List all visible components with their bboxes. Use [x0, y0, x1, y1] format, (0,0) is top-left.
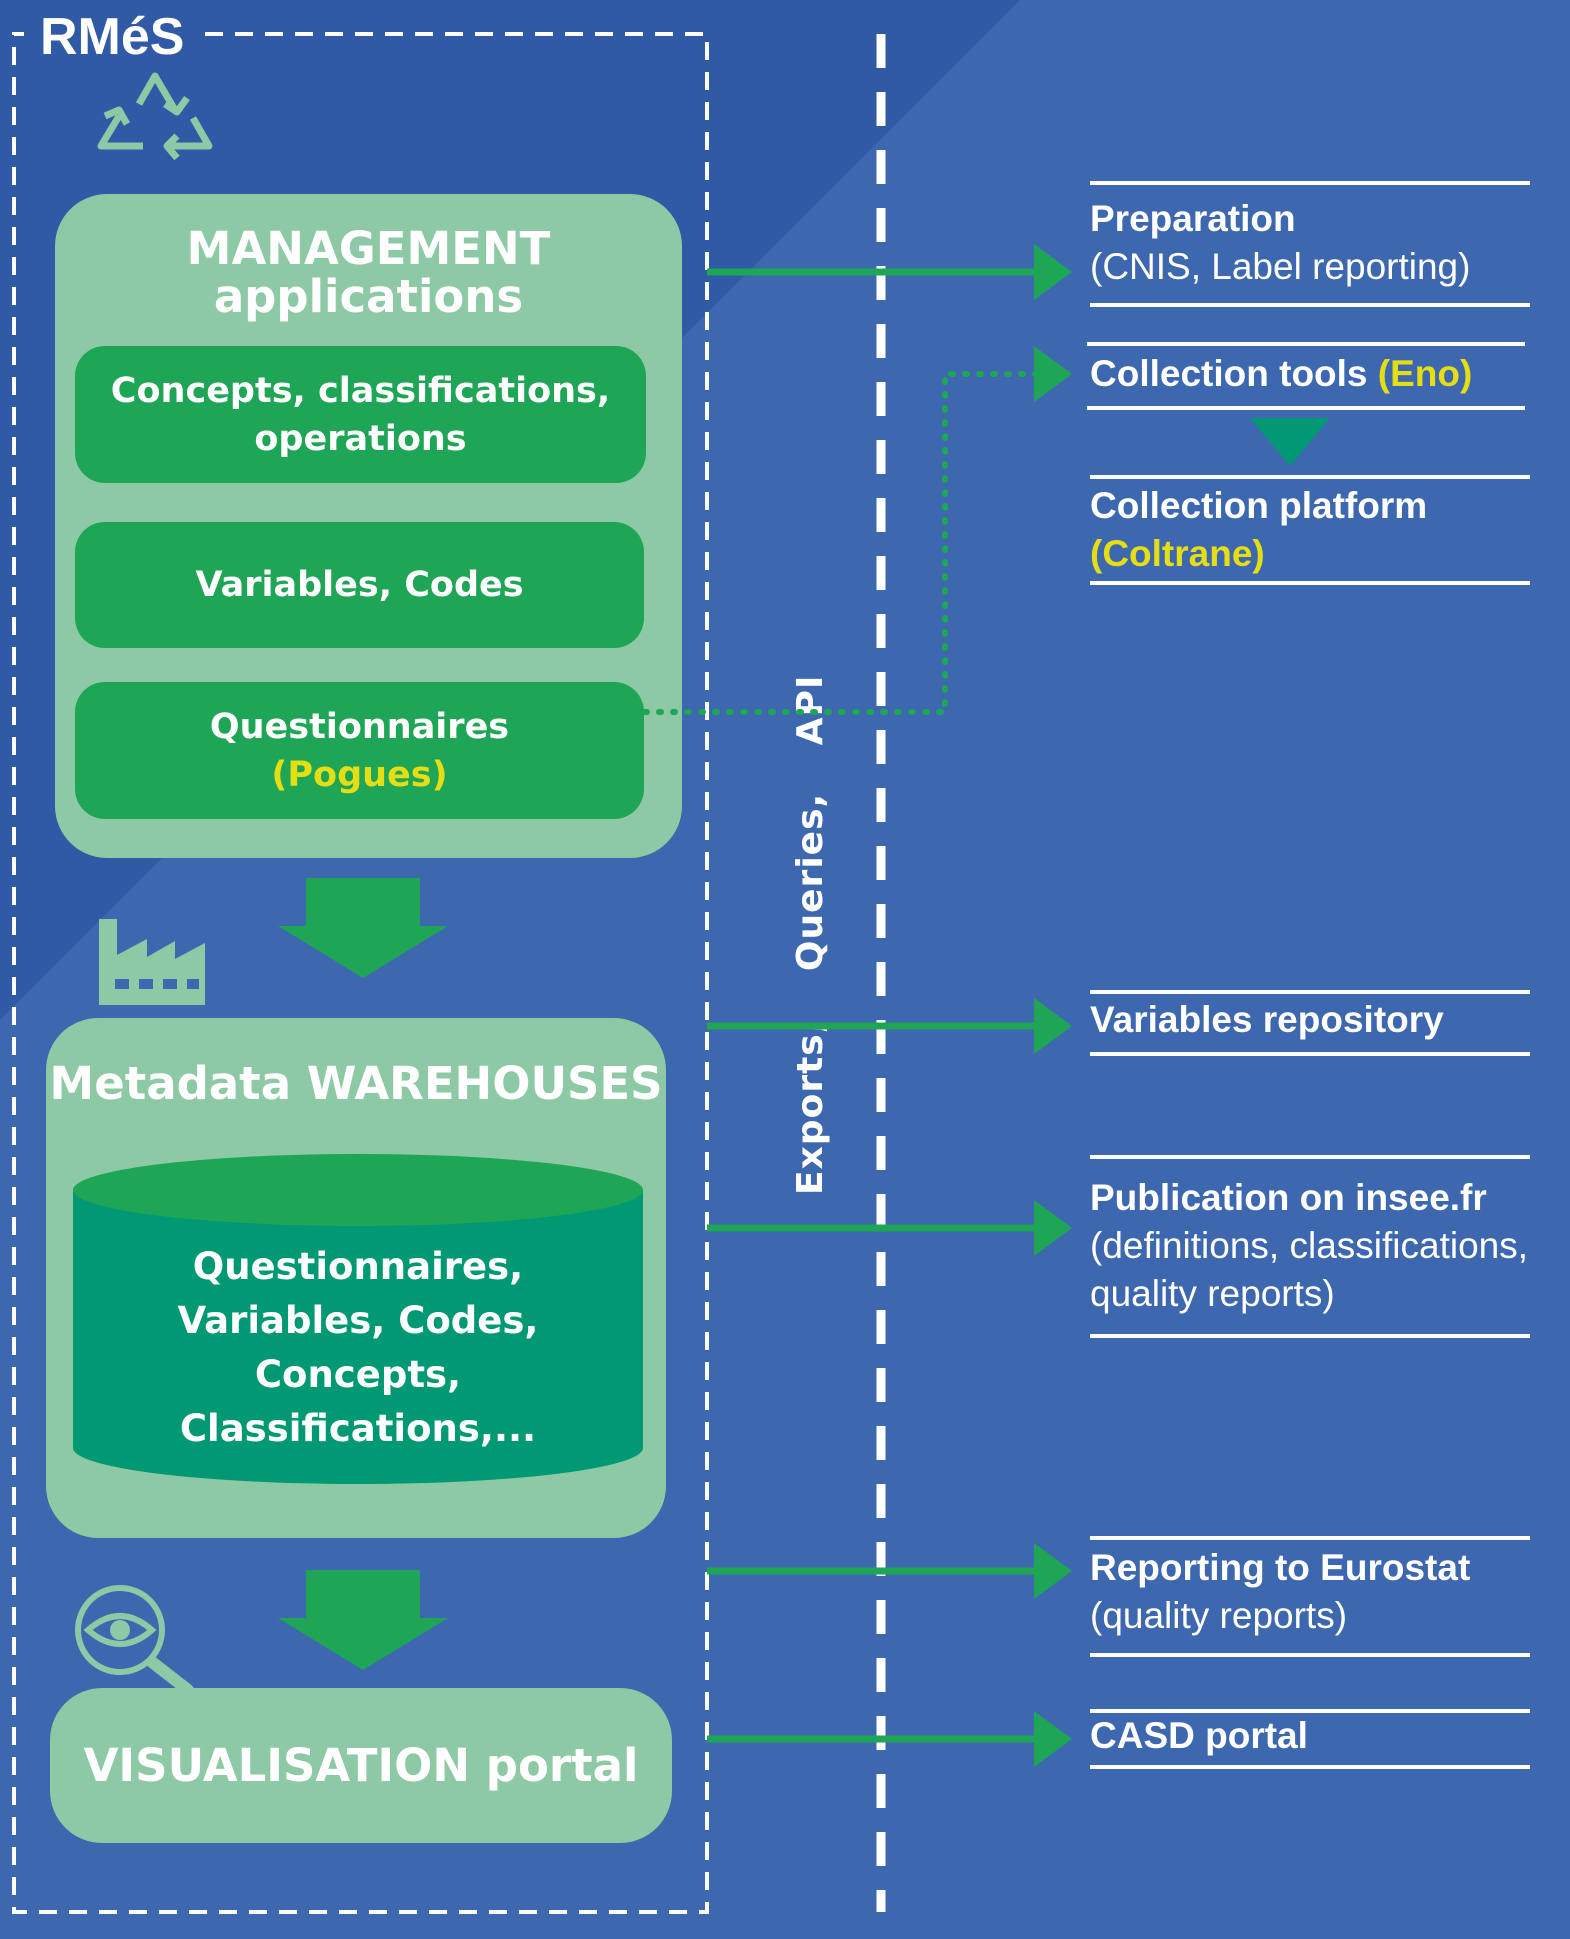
arrowhead-preparation — [1034, 244, 1072, 300]
arrowhead-casd — [1034, 1711, 1072, 1767]
collection-tools-item: Collection tools (Eno) — [1090, 353, 1473, 394]
arrowhead-eurostat — [1034, 1543, 1072, 1599]
variables-codes-box: Variables, Codes — [75, 522, 644, 648]
concepts-box: Concepts, classifications, operations — [75, 346, 646, 483]
separator-line — [1087, 406, 1525, 410]
separator-line — [1090, 303, 1530, 307]
separator-line — [1090, 990, 1530, 994]
separator-line — [1090, 1536, 1530, 1540]
magnifier-eye-icon — [75, 1585, 194, 1696]
arrowhead-variables-repository — [1034, 998, 1072, 1054]
publication-item: Publication on insee.fr (definitions, cl… — [1090, 1177, 1529, 1314]
variables-repository-item: Variables repository — [1090, 999, 1444, 1040]
recycle-icon — [97, 72, 213, 161]
down-arrow-1 — [278, 878, 448, 978]
warehouse-contents: Questionnaires, Variables, Codes, Concep… — [177, 1245, 539, 1450]
separator-line — [1090, 1052, 1530, 1056]
casd-item: CASD portal — [1090, 1715, 1308, 1756]
questionnaires-box: Questionnaires (Pogues) — [75, 682, 644, 819]
collection-platform-item: Collection platform (Coltrane) — [1090, 485, 1428, 574]
arrowhead-collection-tools — [1034, 346, 1072, 402]
down-arrow-2 — [278, 1570, 448, 1670]
warehouses-title: Metadata WAREHOUSES — [49, 1057, 663, 1110]
factory-icon — [99, 919, 205, 1005]
separator-line — [1090, 1765, 1530, 1769]
eurostat-item: Reporting to Eurostat (quality reports) — [1090, 1547, 1471, 1636]
separator-line — [1090, 1709, 1530, 1713]
rmes-title: RMéS — [30, 6, 195, 68]
separator-line — [1090, 581, 1530, 585]
preparation-item: Preparation (CNIS, Label reporting) — [1090, 198, 1471, 287]
collection-down-arrow — [1250, 418, 1330, 466]
separator-line — [1090, 475, 1530, 479]
separator-line — [1090, 1155, 1530, 1159]
connector-questionnaires-dotted — [642, 371, 1043, 715]
management-title: MANAGEMENT applications — [186, 222, 551, 323]
separator-line — [1090, 1653, 1530, 1657]
separator-line — [1090, 1334, 1530, 1338]
arrowhead-publication — [1034, 1200, 1072, 1256]
visualisation-panel: VISUALISATION portal — [50, 1688, 672, 1843]
visualisation-title: VISUALISATION portal — [83, 1739, 639, 1792]
database-cylinder — [73, 1154, 643, 1484]
separator-line — [1087, 342, 1525, 346]
separator-line — [1090, 181, 1530, 185]
